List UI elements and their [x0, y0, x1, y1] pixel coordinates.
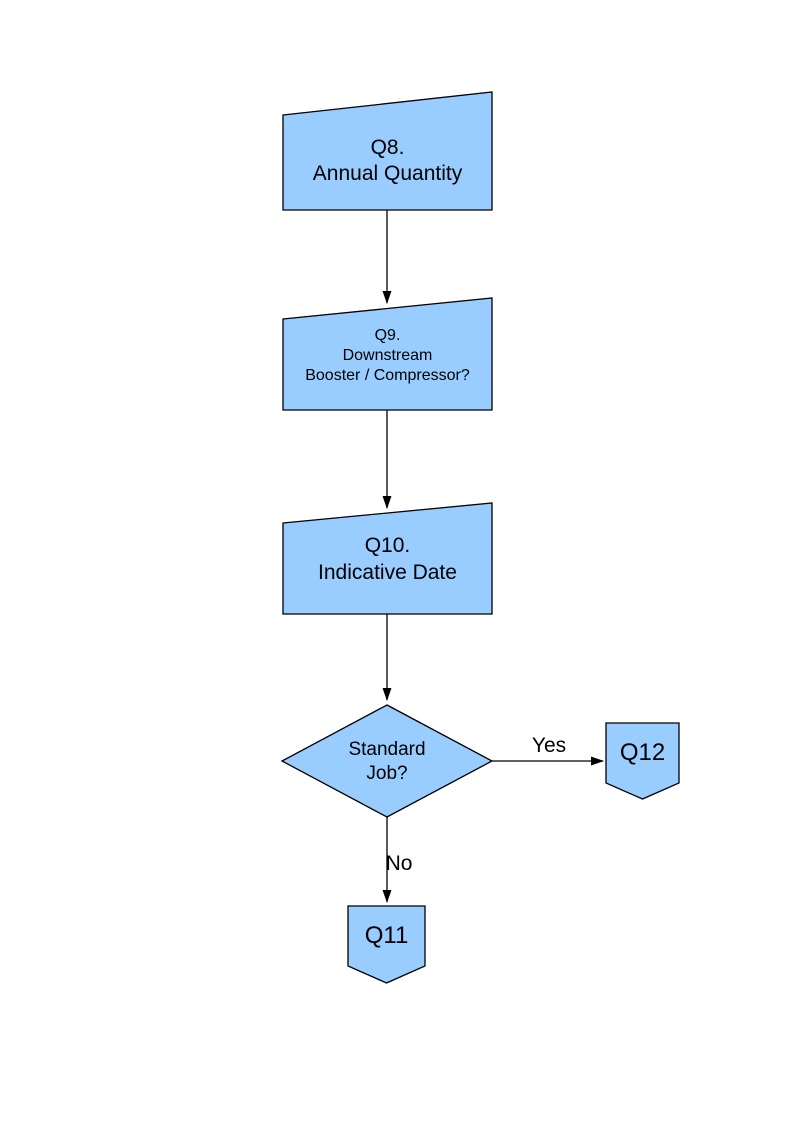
q12-connector-shape: [605, 722, 680, 800]
q9-node-shape: [282, 297, 493, 411]
q11-connector-shape: [347, 905, 426, 984]
q8-node-shape: [282, 91, 493, 211]
q10-node-shape: [282, 502, 493, 615]
decision-diamond-shape: [280, 704, 494, 818]
